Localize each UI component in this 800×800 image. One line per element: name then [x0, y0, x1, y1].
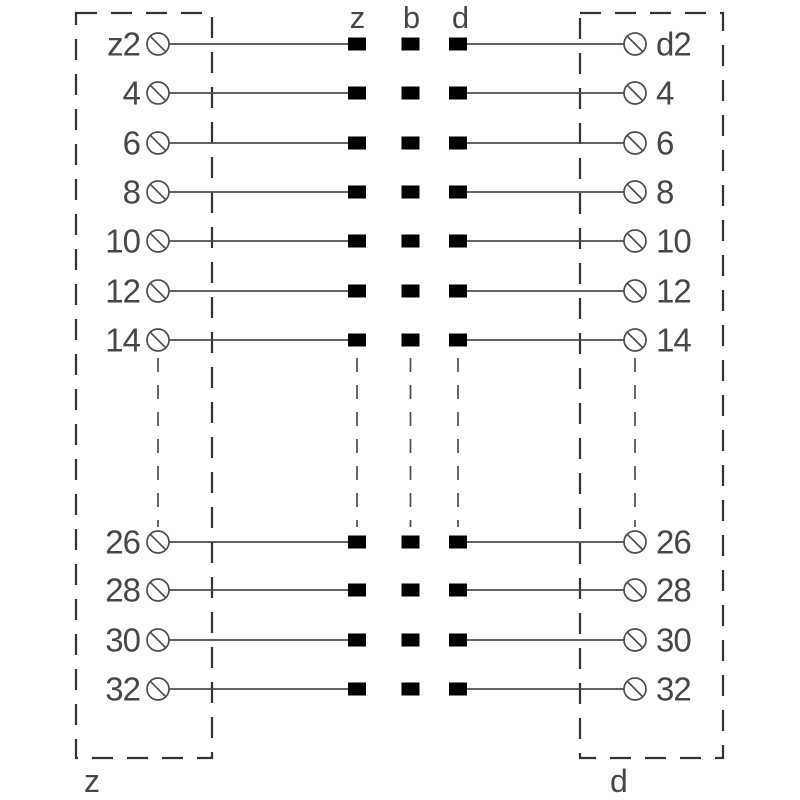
- pin-d: [449, 136, 467, 150]
- left-terminal-label: 30: [105, 622, 140, 659]
- pin-d: [449, 682, 467, 696]
- left-terminal-screw-icon: [146, 578, 170, 602]
- left-terminal-block-outline: [74, 11, 214, 760]
- right-terminal-label: 8: [656, 174, 673, 211]
- left-terminal-label: 28: [105, 572, 140, 609]
- left-terminal-label: 32: [105, 671, 140, 708]
- left-terminal-screw-icon: [146, 677, 170, 701]
- connection-row: 32 32: [105, 671, 691, 708]
- right-terminal-screw-icon: [623, 279, 647, 303]
- pin-column-label-z: z: [350, 0, 365, 35]
- left-terminal-label: 8: [123, 174, 140, 211]
- connection-row: 28 28: [105, 572, 691, 609]
- left-terminal-screw-icon: [146, 81, 170, 105]
- left-terminal-screw-icon: [146, 530, 170, 554]
- left-terminal-screw-icon: [146, 32, 170, 56]
- pin-d: [449, 633, 467, 647]
- pin-b: [401, 633, 420, 647]
- right-terminal-label: 4: [656, 75, 674, 112]
- pin-z: [348, 185, 366, 199]
- pin-d: [449, 185, 467, 199]
- right-terminal-screw-icon: [623, 578, 647, 602]
- left-terminal-screw-icon: [146, 131, 170, 155]
- left-terminal-screw-icon: [146, 229, 170, 253]
- right-terminal-screw-icon: [623, 530, 647, 554]
- right-terminal-label: 30: [656, 622, 691, 659]
- pin-z: [348, 86, 366, 100]
- right-terminal-block-outline: [578, 11, 725, 760]
- left-terminal-screw-icon: [146, 328, 170, 352]
- pin-column-label-b: b: [403, 0, 419, 35]
- pin-z: [348, 333, 366, 347]
- connection-row: 30 30: [105, 622, 692, 659]
- right-terminal-screw-icon: [623, 229, 647, 253]
- pin-z: [348, 284, 366, 298]
- right-block-label: d: [610, 763, 627, 799]
- pin-column-label-d: d: [452, 0, 468, 35]
- right-terminal-label: 32: [656, 671, 691, 708]
- right-terminal-screw-icon: [623, 32, 647, 56]
- pin-z: [348, 37, 366, 51]
- right-terminal-screw-icon: [623, 131, 647, 155]
- left-terminal-label: 10: [105, 223, 140, 260]
- pin-z: [348, 633, 366, 647]
- left-terminal-label: 12: [105, 273, 140, 310]
- connection-row: 12 12: [105, 273, 691, 310]
- right-terminal-label: 12: [656, 273, 691, 310]
- pin-d: [449, 86, 467, 100]
- pin-b: [401, 185, 420, 199]
- pin-b: [401, 583, 420, 597]
- pin-d: [449, 535, 467, 549]
- right-terminal-label: 10: [656, 223, 691, 260]
- connection-row: 10 10: [105, 223, 692, 260]
- connection-row: z2 d2: [107, 26, 692, 63]
- pin-z: [348, 136, 366, 150]
- left-terminal-label: z2: [107, 26, 140, 63]
- pin-z: [348, 682, 366, 696]
- right-terminal-screw-icon: [623, 628, 647, 652]
- right-terminal-label: d2: [656, 26, 691, 63]
- right-terminal-screw-icon: [623, 328, 647, 352]
- pin-z: [348, 583, 366, 597]
- left-terminal-screw-icon: [146, 180, 170, 204]
- left-terminal-label: 4: [123, 75, 141, 112]
- continuation-dashes: [157, 358, 636, 527]
- left-terminal-label: 6: [123, 125, 140, 162]
- right-terminal-label: 26: [656, 524, 691, 561]
- pin-d: [449, 583, 467, 597]
- pin-b: [401, 86, 420, 100]
- left-block-label: z: [84, 763, 99, 799]
- pin-z: [348, 535, 366, 549]
- connection-row: 26 26: [105, 524, 691, 561]
- connection-row: 14 14: [105, 322, 692, 359]
- pin-d: [449, 234, 467, 248]
- pin-d: [449, 37, 467, 51]
- left-terminal-label: 26: [105, 524, 140, 561]
- pin-b: [401, 682, 420, 696]
- pin-z: [348, 234, 366, 248]
- right-terminal-label: 14: [656, 322, 691, 359]
- pin-d: [449, 333, 467, 347]
- right-terminal-label: 28: [656, 572, 691, 609]
- left-terminal-screw-icon: [146, 628, 170, 652]
- right-terminal-label: 6: [656, 125, 673, 162]
- right-terminal-screw-icon: [623, 81, 647, 105]
- pin-b: [401, 234, 420, 248]
- pin-b: [401, 136, 420, 150]
- left-terminal-screw-icon: [146, 279, 170, 303]
- right-terminal-screw-icon: [623, 180, 647, 204]
- pin-b: [401, 535, 420, 549]
- pin-d: [449, 284, 467, 298]
- pin-b: [401, 333, 420, 347]
- right-terminal-screw-icon: [623, 677, 647, 701]
- pin-b: [401, 284, 420, 298]
- pin-b: [401, 37, 420, 51]
- left-terminal-label: 14: [105, 322, 140, 359]
